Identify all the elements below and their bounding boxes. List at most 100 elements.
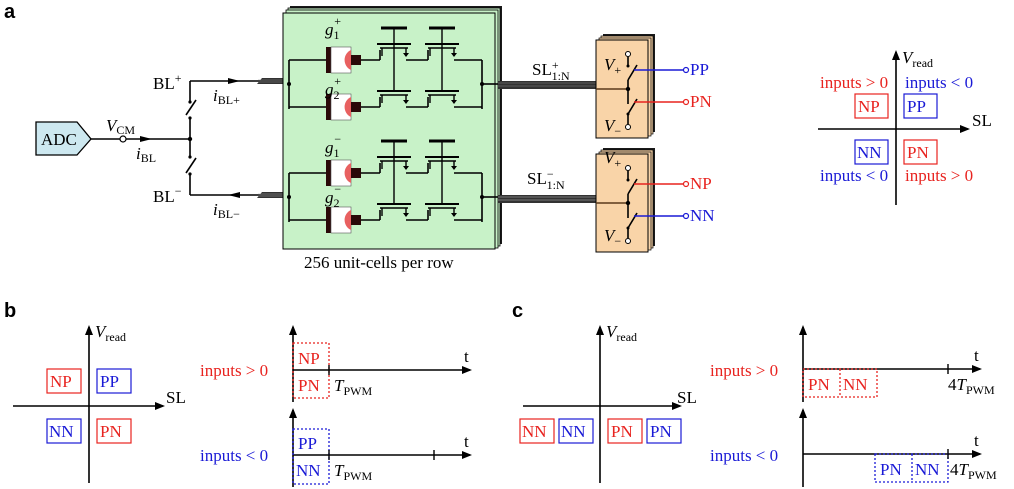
junction-dot <box>287 195 291 199</box>
vplus-node <box>625 51 631 57</box>
tb-neg-t-label: t <box>464 432 469 451</box>
vminus-node <box>625 238 631 244</box>
output-terminal <box>682 212 690 220</box>
ibl-plus-arrow-icon <box>228 78 240 84</box>
tb-neg-bottom: NN <box>296 461 321 480</box>
panel-b-label: b <box>4 300 16 322</box>
qa-pp-note: inputs < 0 <box>905 73 973 92</box>
vminus-node <box>625 124 631 130</box>
junction-dot <box>287 82 291 86</box>
tb-pos-label: inputs > 0 <box>200 361 268 380</box>
g2-plus-label: g2+ <box>325 74 342 102</box>
vplus-label-top: V+ <box>604 55 621 77</box>
qb-pp-box: PP <box>96 368 132 394</box>
tc-pos-seq-1: PN <box>808 375 830 394</box>
panel-c-label: c <box>512 300 523 322</box>
vminus-label-bot: V− <box>604 226 621 248</box>
tc-neg-label: inputs < 0 <box>710 446 778 465</box>
quadrant-plot-a <box>818 50 970 205</box>
qc-box-4: PN <box>646 418 682 444</box>
g2-minus-label: g2− <box>325 182 342 210</box>
bl-plus-bus <box>257 78 286 84</box>
sl-minus-bus <box>498 195 596 203</box>
output-terminal <box>682 180 690 188</box>
qa-nn-note: inputs < 0 <box>820 166 888 185</box>
qb-y-axis-label: Vread <box>95 322 126 344</box>
qa-x-axis-label: SL <box>972 111 992 130</box>
ibl-arrow-icon <box>140 136 152 142</box>
quadrant-plot-c <box>523 325 682 483</box>
qa-pp-box: PP <box>903 93 938 119</box>
tb-neg-top: PP <box>298 434 317 453</box>
tc-pos-t-label: t <box>974 346 979 365</box>
memristor-g1-minus <box>326 159 361 187</box>
bl-minus-bus <box>257 192 286 198</box>
bl-minus-switch <box>185 139 197 195</box>
qa-np-note: inputs > 0 <box>820 73 888 92</box>
ibl-label: iBL <box>136 144 156 165</box>
memristor-g1-plus <box>326 46 361 74</box>
tc-pos-tpwm: 4TPWM <box>948 375 995 397</box>
upper-switch <box>627 64 638 81</box>
svg-text:NN: NN <box>49 422 74 441</box>
ibl-plus-label: iBL+ <box>213 86 240 107</box>
qc-x-axis-label: SL <box>677 388 697 407</box>
timing-c-positive <box>799 325 982 402</box>
svg-text:PN: PN <box>907 143 929 162</box>
tb-neg-tpwm: TPWM <box>334 461 372 483</box>
qa-pn-box: PN <box>903 139 938 165</box>
vcm-node <box>119 135 127 143</box>
panel-a-label: a <box>4 1 16 23</box>
qb-pn-box: PN <box>96 418 132 444</box>
g1-plus-label: g1+ <box>325 14 342 42</box>
qa-np-box: NP <box>854 93 889 119</box>
memristor-g2-minus <box>326 206 361 234</box>
qc-box-2: NN <box>558 418 594 444</box>
tb-pos-tpwm: TPWM <box>334 376 372 398</box>
tb-pos-t-label: t <box>464 347 469 366</box>
sl-plus-label: SL+1:N <box>532 58 570 83</box>
qc-box-1: NN <box>519 418 555 444</box>
svg-text:NP: NP <box>50 372 72 391</box>
tc-neg-seq-1: PN <box>880 460 902 479</box>
switch-box-plus <box>595 34 690 139</box>
svg-text:NP: NP <box>858 97 880 116</box>
vplus-label-bot: V+ <box>604 148 621 170</box>
cells-caption: 256 unit-cells per row <box>304 253 454 272</box>
upper-switch <box>627 178 638 195</box>
sl-minus-label: SL−1:N <box>527 167 565 192</box>
output-nn-label: NN <box>690 206 715 225</box>
svg-text:PN: PN <box>611 422 633 441</box>
output-terminal <box>682 66 690 74</box>
qc-box-3: PN <box>607 418 643 444</box>
tc-neg-tpwm: 4TPWM <box>950 460 997 482</box>
tc-neg-t-label: t <box>974 431 979 450</box>
svg-text:NN: NN <box>561 422 586 441</box>
transistor <box>377 156 411 170</box>
vplus-node <box>625 165 631 171</box>
svg-text:PN: PN <box>100 422 122 441</box>
adc-label: ADC <box>41 130 77 149</box>
adc-block: ADC <box>35 121 92 156</box>
output-pn-label: PN <box>690 92 712 111</box>
output-np-label: NP <box>690 174 712 193</box>
g1-minus-label: g1− <box>325 132 342 160</box>
output-pp-label: PP <box>690 60 709 79</box>
qb-np-box: NP <box>46 368 82 394</box>
ibl-minus-arrow-icon <box>228 192 240 198</box>
unit-cell-array <box>282 6 502 250</box>
tb-pos-top: NP <box>298 349 320 368</box>
timing-b-negative <box>289 408 472 487</box>
svg-text:PP: PP <box>100 372 119 391</box>
timing-b-positive <box>289 325 472 402</box>
bl-minus-label: BL− <box>153 184 182 206</box>
qc-y-axis-label: Vread <box>606 322 637 344</box>
timing-c-negative <box>799 408 982 487</box>
output-terminal <box>682 98 690 106</box>
vcm-label: VCM <box>106 116 135 137</box>
svg-text:NN: NN <box>857 143 882 162</box>
memristor-g2-plus <box>326 93 361 121</box>
quadrant-plot-b <box>13 325 165 483</box>
tc-pos-label: inputs > 0 <box>710 361 778 380</box>
